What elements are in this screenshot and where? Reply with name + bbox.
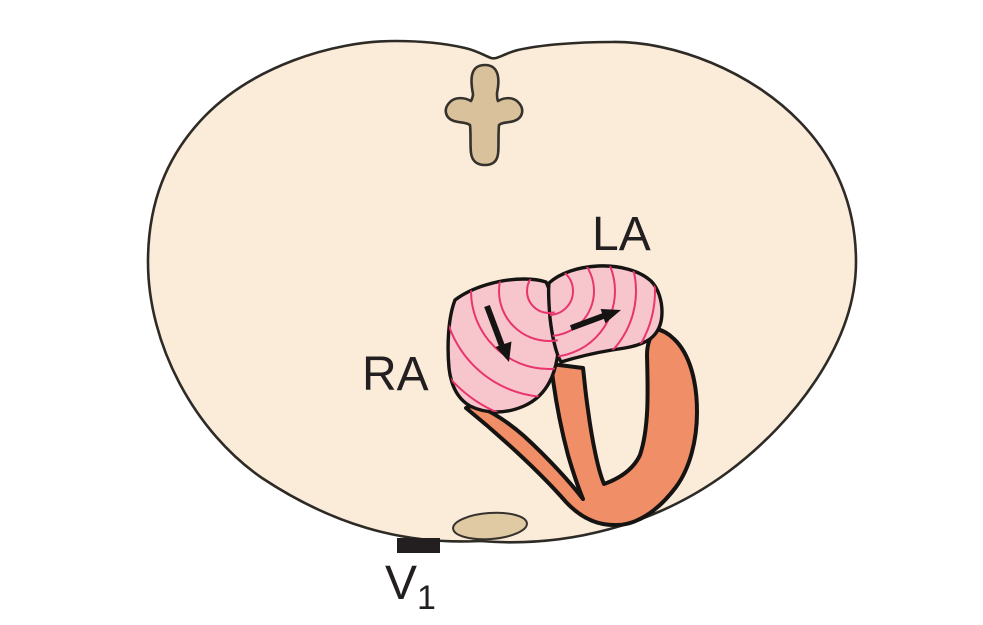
v1-lead-letter: V (385, 557, 417, 610)
vertebra-icon (444, 63, 524, 167)
ra-depolarization-arrow-icon (484, 304, 512, 362)
left-atrium-label: LA (592, 208, 651, 261)
right-atrium-label: RA (362, 348, 429, 401)
la-depolarization-arrow-icon (569, 309, 621, 331)
v1-lead-label: V1 (385, 557, 436, 617)
v1-lead-subscript: 1 (417, 579, 436, 617)
v1-electrode (397, 538, 440, 553)
sternum-icon (452, 511, 528, 541)
ventricles-shape (464, 327, 699, 528)
